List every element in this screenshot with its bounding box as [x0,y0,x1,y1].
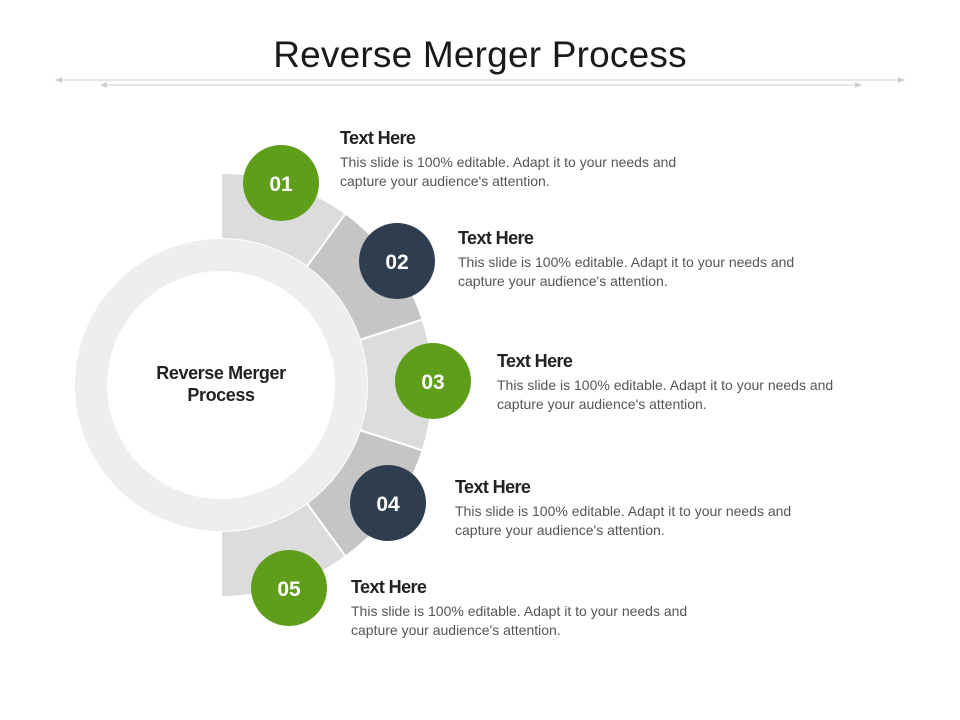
step-4-title: Text Here [455,477,531,497]
step-3-description: This slide is 100% editable. Adapt it to… [497,377,834,412]
center-ring [75,239,367,531]
step-4-number: 04 [376,493,400,516]
step-5-badge [251,550,327,626]
step-1-title: Text Here [340,128,416,148]
step-1-number: 01 [269,173,293,196]
step-5-description: This slide is 100% editable. Adapt it to… [351,603,688,638]
center-label: Reverse Merger Process [156,363,286,405]
step-3-title: Text Here [497,351,573,371]
step-2-description: This slide is 100% editable. Adapt it to… [458,254,795,289]
step-2-title: Text Here [458,228,534,248]
step-2-number: 02 [385,251,408,274]
slide-title: Reverse Merger Process [273,34,687,75]
step-3-badge [395,343,471,419]
step-1-badge [243,145,319,221]
step-2-badge [359,223,435,299]
step-4-badge [350,465,426,541]
step-5-number: 05 [277,578,301,601]
title-divider [55,77,905,88]
step-5-title: Text Here [351,577,427,597]
step-4-description: This slide is 100% editable. Adapt it to… [455,503,792,538]
badge-group: 01 02 03 04 05 [243,145,471,626]
step-1-description: This slide is 100% editable. Adapt it to… [340,154,677,189]
step-3-number: 03 [421,371,444,394]
